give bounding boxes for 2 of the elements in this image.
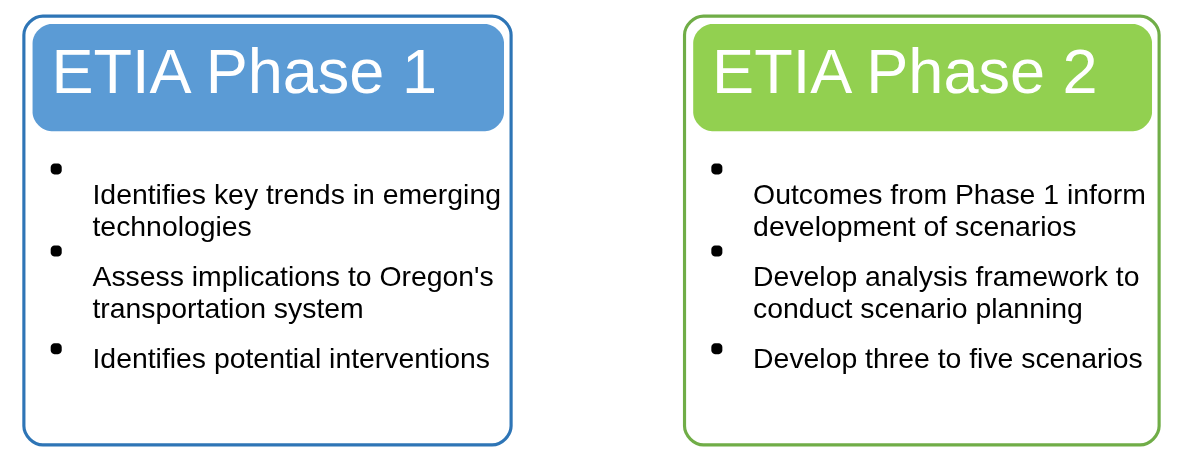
node-box: ETIA Phase 1 Identifies key trends in emerging technologies Assess implications to Oregon's transportation system Identifies potential interventions (21, 14, 513, 447)
node-box: ETIA Phase 2 Outcomes from Phase 1 inform development of scenarios Develop analysis framework to conduct scenario planning Develop three to five scenarios (682, 14, 1161, 447)
